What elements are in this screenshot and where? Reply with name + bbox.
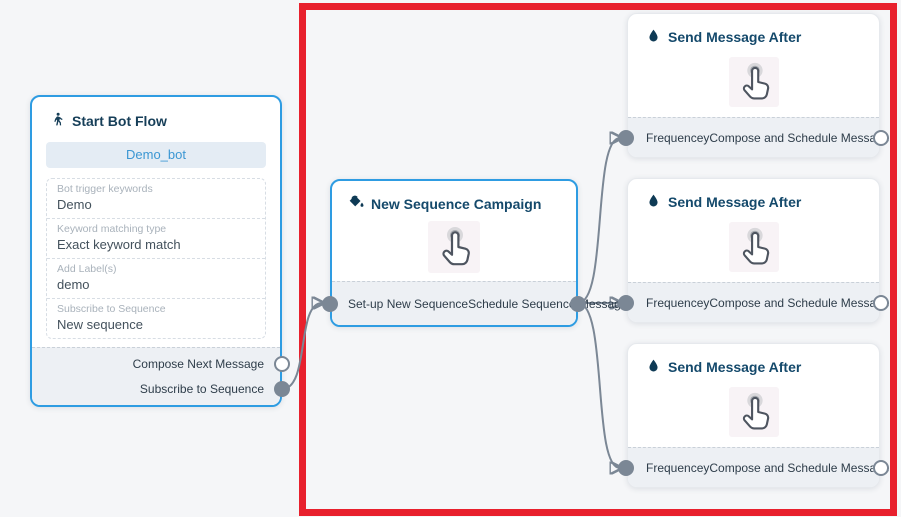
hand-click-icon [428,221,480,273]
output-label: Compose Next Message [132,356,264,371]
output-label: Compose and Schedule Message [709,460,890,475]
field-label: Subscribe to Sequence [57,303,166,315]
field-keyword-matching-type[interactable]: Keyword matching type Exact keyword matc… [47,219,265,259]
port-schedule-sequence-message[interactable] [570,295,586,312]
hand-click-icon [728,56,779,107]
bot-name-button[interactable]: Demo_bot [46,142,266,168]
output-label: Subscribe to Sequence [139,381,264,396]
send-node-title-text: Send Message After [668,194,802,210]
walking-person-icon [50,112,65,130]
send-node-title: Send Message After [628,179,879,211]
field-value: Exact keyword match [57,237,181,252]
field-value: demo [57,277,90,292]
port-compose-next-message[interactable] [274,355,290,372]
campaign-node-title-text: New Sequence Campaign [371,195,542,212]
field-value: Demo [57,197,92,212]
send-node-title-text: Send Message After [668,359,802,375]
field-add-labels[interactable]: Add Label(s) demo [47,259,265,299]
bot-config-fields: Bot trigger keywords Demo Keyword matchi… [46,178,266,339]
port-compose-and-schedule-message[interactable] [873,459,889,476]
output-label: Compose and Schedule Message [709,295,890,310]
highlight-frame [299,3,897,516]
output-compose-next-message: Compose Next Message [32,351,290,376]
node-send-message-after-1[interactable]: Send Message After Frequencey Compose an… [618,13,890,158]
send-node-title: Send Message After [628,14,879,46]
start-node-title-text: Start Bot Flow [72,113,167,129]
port-frequencey[interactable] [618,459,634,476]
water-drop-icon [646,193,661,211]
send-node-ports: Frequencey Compose and Schedule Message [618,117,890,157]
input-label: Set-up New Sequence [348,296,469,311]
output-label: Schedule Sequence Message [468,296,628,311]
node-send-message-after-3[interactable]: Send Message After Frequencey Compose an… [618,343,890,488]
send-node-body[interactable] [628,46,879,117]
field-value: New sequence [57,317,143,332]
output-label: Compose and Schedule Message [709,130,890,145]
send-node-ports: Frequencey Compose and Schedule Message [618,282,890,322]
send-node-body[interactable] [628,376,879,447]
send-node-body[interactable] [628,211,879,282]
port-frequencey[interactable] [618,129,634,146]
input-label: Frequencey [646,295,710,310]
port-set-up-new-sequence[interactable] [322,295,338,312]
node-send-message-after-2[interactable]: Send Message After Frequencey Compose an… [618,178,890,323]
paint-bucket-icon [348,194,364,213]
node-start-bot-flow[interactable]: Start Bot Flow Demo_bot Bot trigger keyw… [30,95,290,407]
port-subscribe-to-sequence[interactable] [274,380,290,397]
input-label: Frequencey [646,460,710,475]
field-subscribe-to-sequence[interactable]: Subscribe to Sequence New sequence [47,299,265,338]
send-node-ports: Frequencey Compose and Schedule Message [618,447,890,487]
send-node-title: Send Message After [628,344,879,376]
send-node-title-text: Send Message After [668,29,802,45]
field-label: Add Label(s) [57,263,117,275]
start-node-outputs: Compose Next Message Subscribe to Sequen… [32,347,290,405]
campaign-node-body[interactable] [332,213,576,281]
field-bot-trigger-keywords[interactable]: Bot trigger keywords Demo [47,179,265,219]
port-compose-and-schedule-message[interactable] [873,129,889,146]
output-subscribe-to-sequence: Subscribe to Sequence [32,376,290,401]
field-label: Bot trigger keywords [57,183,153,195]
port-compose-and-schedule-message[interactable] [873,294,889,311]
water-drop-icon [646,358,661,376]
input-label: Frequencey [646,130,710,145]
hand-click-icon [728,386,779,437]
port-frequencey[interactable] [618,294,634,311]
start-node-title: Start Bot Flow [32,97,280,130]
node-new-sequence-campaign[interactable]: New Sequence Campaign Set-up New Sequenc… [322,179,628,327]
hand-click-icon [728,221,779,272]
water-drop-icon [646,28,661,46]
campaign-node-title: New Sequence Campaign [332,181,576,213]
campaign-node-ports: Set-up New Sequence Schedule Sequence Me… [322,281,628,325]
field-label: Keyword matching type [57,223,167,235]
